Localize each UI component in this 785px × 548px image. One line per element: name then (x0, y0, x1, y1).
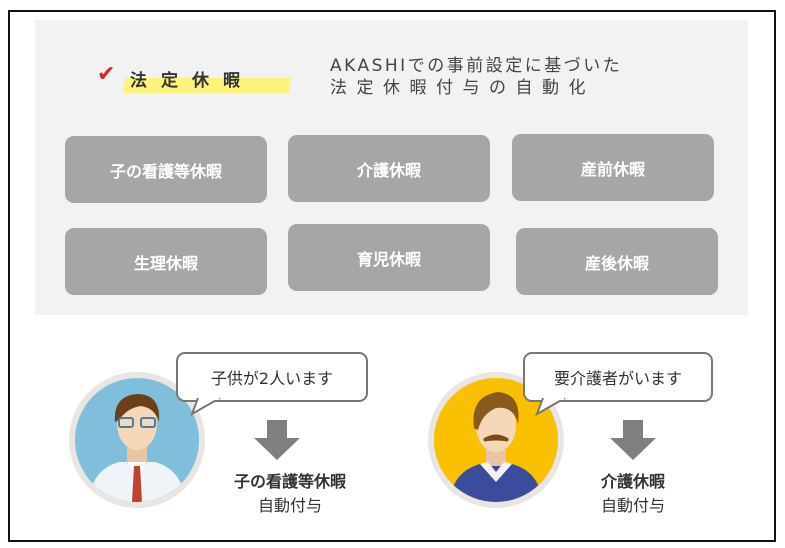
description-line-1: AKASHIでの事前設定に基づいた (330, 56, 623, 76)
leave-nursing-care[interactable]: 介護休暇 (288, 135, 490, 202)
result-title: 子の看護等休暇 (233, 472, 346, 491)
leave-child-care[interactable]: 子の看護等休暇 (65, 136, 267, 203)
result-subtitle: 自動付与 (600, 496, 665, 515)
result-title: 介護休暇 (600, 472, 665, 491)
section-description: AKASHIでの事前設定に基づいた 法定休暇付与の自動化 (330, 55, 622, 99)
result-subtitle: 自動付与 (257, 496, 322, 515)
diagram-frame (8, 10, 776, 542)
speech-bubble-right: 要介護者がいます (523, 352, 713, 402)
description-line-2: 法定休暇付与の自動化 (330, 78, 595, 98)
leave-childcare[interactable]: 育児休暇 (288, 224, 490, 291)
result-left: 子の看護等休暇 自動付与 (210, 470, 370, 518)
checkmark-icon: ✔ (97, 62, 116, 87)
section-title: 法定休暇 (130, 71, 254, 91)
leave-prenatal[interactable]: 産前休暇 (512, 134, 714, 201)
leave-menstrual[interactable]: 生理休暇 (65, 228, 267, 295)
bubble-tail-left (190, 398, 221, 417)
bubble-tail-right (535, 398, 566, 417)
down-arrow-icon (610, 420, 656, 460)
speech-bubble-left: 子供が2人います (176, 352, 368, 402)
down-arrow-icon (254, 420, 300, 460)
leave-postnatal[interactable]: 産後休暇 (516, 228, 718, 295)
result-right: 介護休暇 自動付与 (573, 470, 693, 518)
